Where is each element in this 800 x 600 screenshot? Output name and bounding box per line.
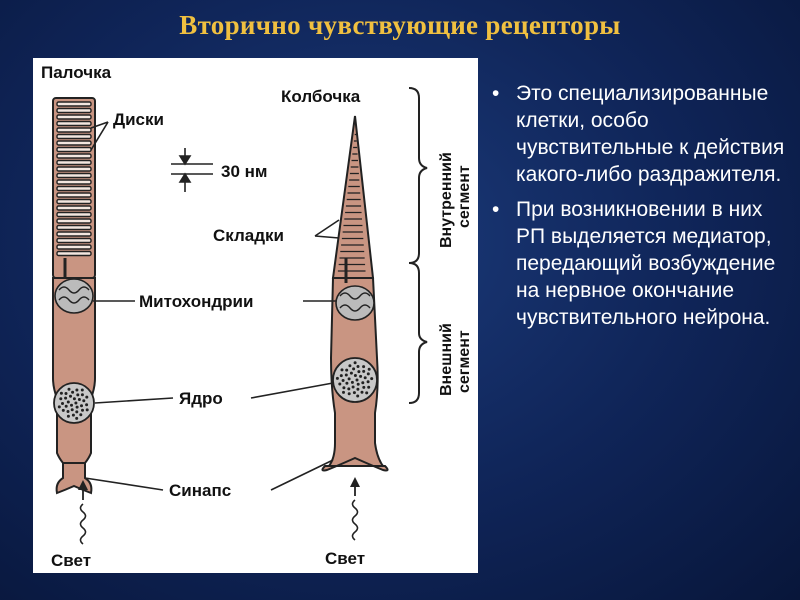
thickness-label: 30 нм	[221, 162, 267, 181]
cone-cell	[321, 115, 389, 541]
bullet-item-2: • При возникновении в них РП выделяется …	[490, 196, 790, 331]
rod-mitochondria	[54, 278, 94, 314]
light-label-right: Свет	[325, 549, 365, 568]
bullet-item-1: • Это специализированные клетки, особо ч…	[490, 80, 790, 188]
synapse-label: Синапс	[169, 481, 231, 500]
rod-label: Палочка	[41, 63, 112, 82]
slide-title: Вторично чувствующие рецепторы	[179, 10, 621, 40]
bullet-dot-icon: •	[492, 198, 500, 221]
outer-segment-label-1: Внешний	[438, 323, 455, 396]
cone-folds	[337, 127, 366, 272]
leader-lines	[84, 121, 340, 491]
bullet-list: • Это специализированные клетки, особо ч…	[490, 80, 790, 339]
rod-nucleus	[53, 382, 95, 424]
rod-discs	[56, 101, 92, 257]
light-label-left: Свет	[51, 551, 91, 570]
bullet-text-2: При возникновении в них РП выделяется ме…	[516, 198, 776, 329]
cone-nucleus	[332, 357, 378, 403]
receptor-diagram: Палочка Диски 30 нм Колбочка Складки Мит…	[33, 58, 478, 573]
thickness-marker	[171, 148, 213, 192]
segment-brackets	[408, 87, 428, 404]
nucleus-label: Ядро	[179, 389, 223, 408]
inner-segment-label-2: сегмент	[456, 165, 473, 228]
inner-segment-label-1: Внутренний	[438, 152, 455, 248]
mitochondria-label: Митохондрии	[139, 292, 253, 311]
bullet-dot-icon: •	[492, 82, 500, 105]
outer-segment-label-2: сегмент	[456, 330, 473, 393]
rod-cell	[52, 97, 96, 545]
bullet-text-1: Это специализированные клетки, особо чув…	[516, 82, 785, 186]
cone-mitochondria	[335, 285, 375, 321]
discs-label: Диски	[113, 110, 164, 129]
folds-label: Складки	[213, 226, 284, 245]
receptor-diagram-svg: Палочка Диски 30 нм Колбочка Складки Мит…	[41, 63, 473, 570]
cone-label: Колбочка	[281, 87, 361, 106]
